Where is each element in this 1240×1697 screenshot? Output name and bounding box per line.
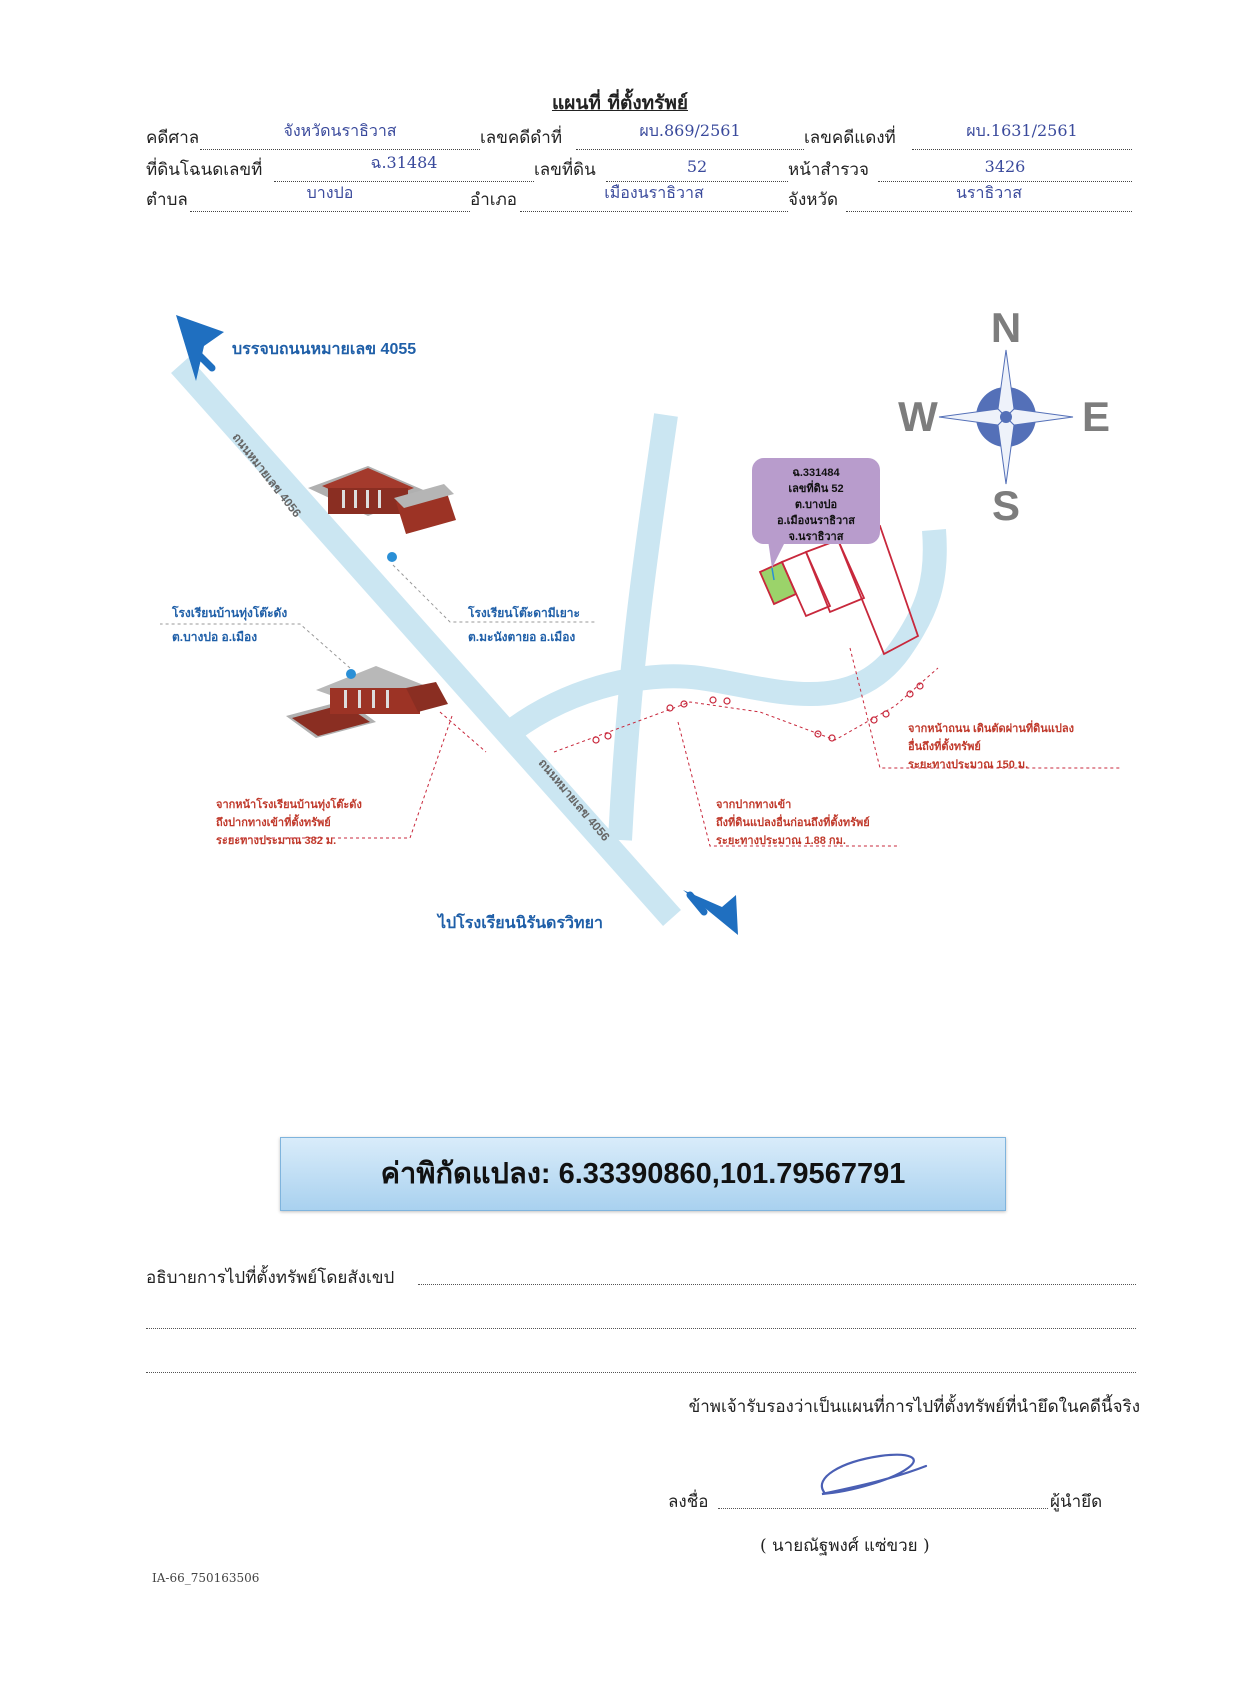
compass-rose-icon [938,349,1074,485]
signer-name: ( นายณัฐพงศ์ แซ่ขวย ) [760,1536,930,1556]
description-line [418,1284,1136,1285]
case-court-value: จังหวัดนราธิวาส [283,121,397,140]
distance-note-school: จากหน้าโรงเรียนบ้านทุ่งโต๊ะดังถึงปากทางเ… [216,797,362,847]
coordinate-banner: ค่าพิกัดแปลง: 6.33390860,101.79567791 [280,1137,1006,1211]
school2-name: โรงเรียนโต๊ะดามีเยาะ [467,605,580,620]
dist1-lines-line: จากหน้าโรงเรียนบ้านทุ่งโต๊ะดัง [216,797,362,812]
location-map: บรรจบถนนหมายเลข 4055 ไปโรงเรียนนิรันดรวิ… [160,304,1122,935]
dist2-lines-line: ถึงที่ดินแปลงอื่นก่อนถึงที่ตั้งทรัพย์ [716,814,870,829]
arrow-south-east [683,890,738,935]
path-chain-markers [592,682,924,744]
callout-lines-line: ฉ.331484 [792,467,840,479]
dist1-lines-line: ระยะทางประมาณ 382 ม. [216,834,336,847]
description-line [146,1328,1136,1329]
district-label: อำเภอ [470,190,517,210]
callout-lines-line: อ.เมืองนราธิวาส [777,514,855,527]
district-field: อำเภอ เมืองนราธิวาส [470,183,788,215]
district-value: เมืองนราธิวาส [604,183,704,202]
document-code: IA-66_750163506 [152,1571,260,1585]
province-field: จังหวัด นราธิวาส [788,183,1132,215]
deed-label: ที่ดินโฉนดเลขที่ [146,160,263,180]
compass-east: E [1082,393,1110,440]
survey-page-label: หน้าสำรวจ [788,160,869,180]
neighbor-plot [780,550,832,618]
school1-marker [346,669,356,679]
province-label: จังหวัด [788,190,839,210]
school1-name: โรงเรียนบ้านทุ่งโต๊ะดัง [171,605,287,621]
red-case-label: เลขคดีแดงที่ [804,128,896,148]
arrow-north-west [176,315,224,381]
dist2-lines-line: จากปากทางเข้า [716,798,791,811]
access-road [492,529,947,750]
page-title: แผนที่ ที่ตั้งทรัพย์ [551,92,689,114]
land-no-value: 52 [686,157,708,176]
signature-line [718,1508,1048,1509]
subdistrict-field: ตำบล บางปอ [146,183,470,215]
black-case-label: เลขคดีดำที่ [480,128,563,148]
arrow-top-label: บรรจบถนนหมายเลข 4055 [232,341,416,358]
distance-leaders [218,647,1122,847]
case-court-field: คดีศาล จังหวัดนราธิวาส [146,121,480,153]
callout-lines-line: ต.บางปอ [795,498,837,511]
survey-page-value: 3426 [984,157,1026,176]
subdistrict-label: ตำบล [146,190,188,210]
land-no-field: เลขที่ดิน 52 [534,155,788,185]
compass-south: S [992,482,1020,529]
seizer-label: ผู้นำยึด [1050,1492,1103,1512]
dist3-lines-line: ระยะทางประมาณ 150 ม. [908,758,1028,771]
school2-marker [387,552,397,562]
school2-location: ต.มะนังตายอ อ.เมือง [468,630,575,644]
description-label: อธิบายการไปที่ตั้งทรัพย์โดยสังเขป [146,1268,395,1288]
case-court-label: คดีศาล [146,128,200,148]
compass-north: N [991,304,1021,351]
compass-west: W [898,393,938,440]
highway-4056 [171,357,681,926]
black-case-value: ผบ.869/2561 [639,121,741,140]
neighbor-plot [804,538,866,614]
distance-note-walk: จากหน้าถนน เดินตัดผ่านที่ดินแปลงอื่นถึงท… [908,720,1074,771]
dist3-lines-line: จากหน้าถนน เดินตัดผ่านที่ดินแปลง [908,720,1074,735]
callout-lines-line: จ.นราธิวาส [789,530,844,543]
road-label-lower: ถนนหมายเลข 4056 [536,756,613,844]
callout-lines-line: เลขที่ดิน 52 [788,480,843,495]
land-plots [758,524,920,656]
form-row-case: คดีศาล จังหวัดนราธิวาส เลขคดีดำที่ ผบ.86… [146,121,1132,153]
deed-field: ที่ดินโฉนดเลขที่ ฉ.31484 [146,153,534,185]
dist3-lines-line: อื่นถึงที่ตั้งทรัพย์ [908,738,981,753]
form-row-location: ตำบล บางปอ อำเภอ เมืองนราธิวาส จังหวัด น… [146,183,1132,215]
property-callout [752,458,880,581]
school-building-icon [308,466,456,534]
school-building-icon [286,666,448,738]
signature-mark [820,1453,928,1496]
arrow-bottom-label: ไปโรงเรียนนิรันดรวิทยา [436,912,603,932]
description-line [146,1372,1136,1373]
dist2-lines-line: ระยะทางประมาณ 1.88 กม. [716,834,846,847]
school1-location: ต.บางปอ อ.เมือง [172,630,257,644]
road-network [171,357,947,926]
survey-page-field: หน้าสำรวจ 3426 [788,155,1132,185]
land-no-label: เลขที่ดิน [534,160,596,180]
black-case-field: เลขคดีดำที่ ผบ.869/2561 [480,121,804,153]
deed-value: ฉ.31484 [370,153,438,172]
village-road [608,413,678,841]
school1-leader [160,623,351,669]
red-case-value: ผบ.1631/2561 [966,121,1078,140]
form-row-deed: ที่ดินโฉนดเลขที่ ฉ.31484 เลขที่ดิน 52 หน… [146,153,1132,185]
sign-label: ลงชื่อ [668,1492,709,1512]
distance-note-entrance: จากปากทางเข้าถึงที่ดินแปลงอื่นก่อนถึงที่… [716,798,870,847]
dist1-lines-line: ถึงปากทางเข้าที่ตั้งทรัพย์ [216,814,331,829]
school2-leader [392,564,595,623]
red-case-field: เลขคดีแดงที่ ผบ.1631/2561 [804,121,1132,153]
subdistrict-value: บางปอ [306,183,354,202]
certification-text: ข้าพเจ้ารับรองว่าเป็นแผนที่การไปที่ตั้งท… [688,1397,1140,1417]
province-value: นราธิวาส [955,183,1022,202]
